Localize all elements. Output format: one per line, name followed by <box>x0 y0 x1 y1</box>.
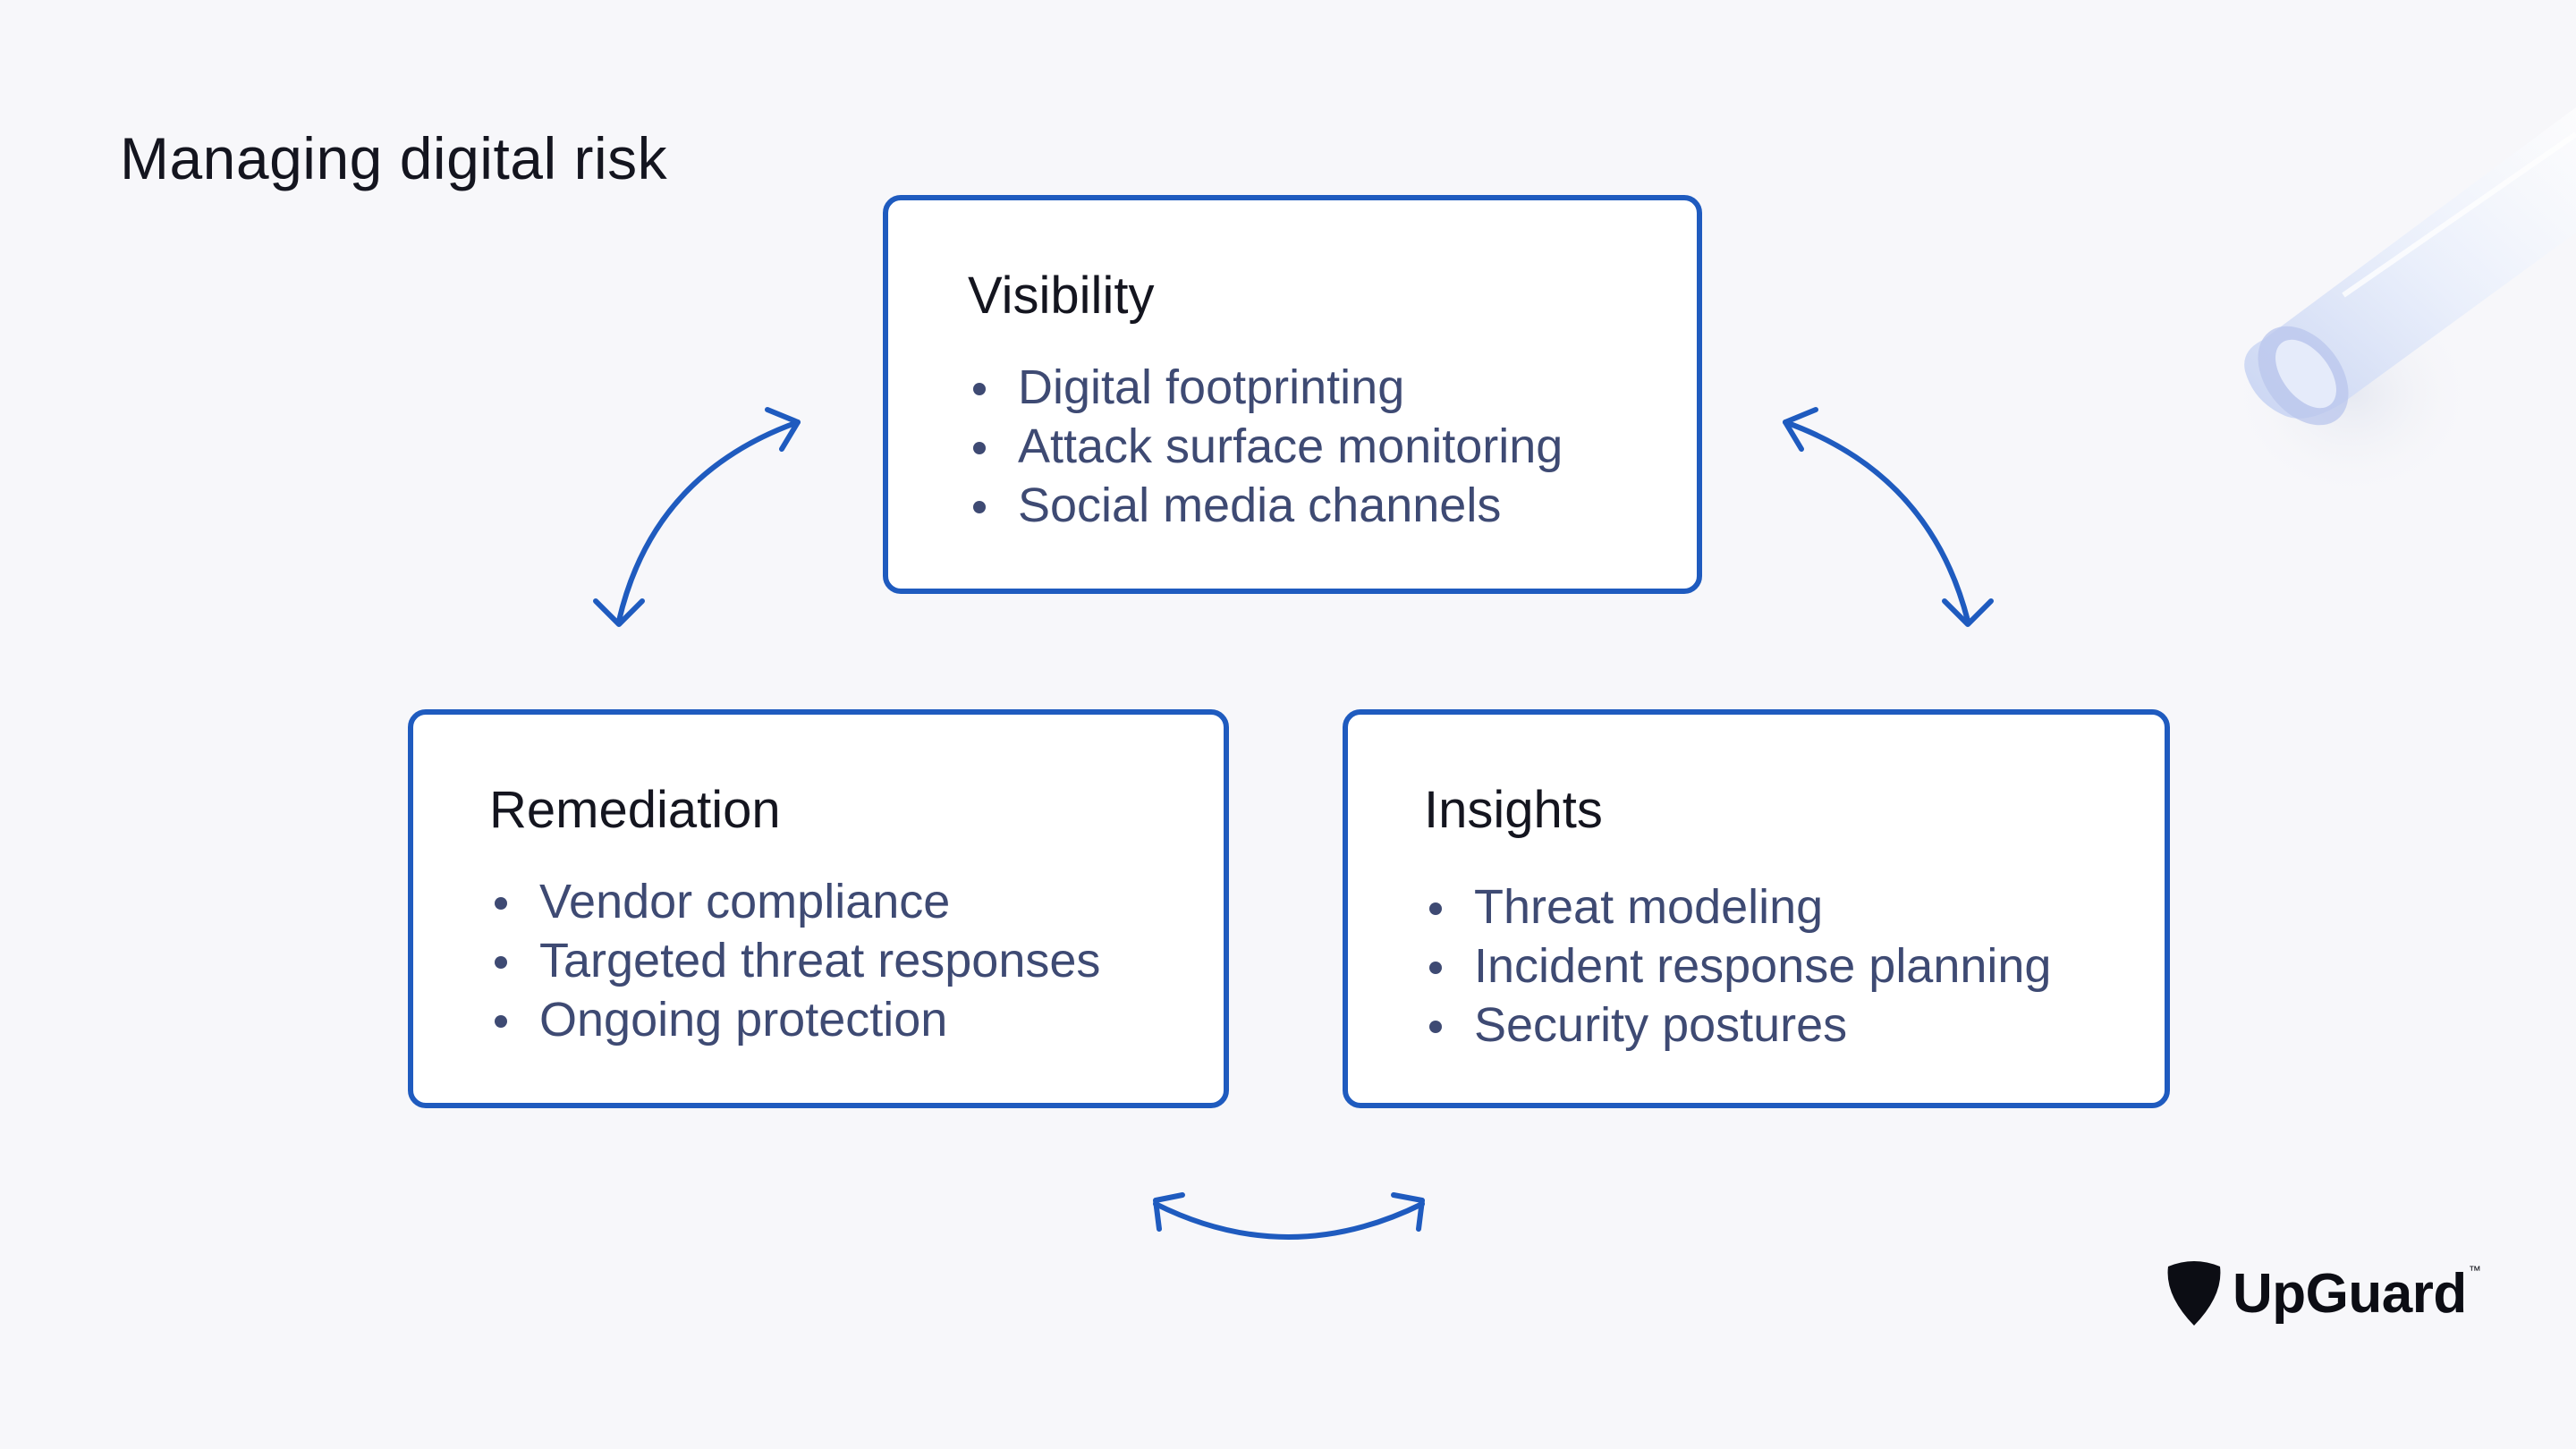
remediation-list: Vendor compliance Targeted threat respon… <box>489 872 1100 1049</box>
list-item: Social media channels <box>968 476 1563 535</box>
list-item: Threat modeling <box>1424 877 2051 936</box>
visibility-insights-arrow <box>1783 407 1994 627</box>
insights-box: Insights Threat modeling Incident respon… <box>1343 709 2170 1108</box>
insights-list: Threat modeling Incident response planni… <box>1424 877 2051 1055</box>
glass-cylinder-graphic <box>2227 107 2576 501</box>
visibility-remediation-arrow <box>593 407 801 627</box>
insights-heading: Insights <box>1424 781 1603 839</box>
list-item: Vendor compliance <box>489 872 1100 931</box>
logo-text: UpGuard <box>2233 1262 2467 1325</box>
list-item: Targeted threat responses <box>489 931 1100 990</box>
visibility-list: Digital footprinting Attack surface moni… <box>968 358 1563 535</box>
list-item: Security postures <box>1424 996 2051 1055</box>
upguard-logo: UpGuard ™ <box>2165 1258 2481 1329</box>
visibility-box: Visibility Digital footprinting Attack s… <box>883 195 1702 594</box>
remediation-box: Remediation Vendor compliance Targeted t… <box>408 709 1229 1108</box>
remediation-insights-arrow <box>1153 1192 1425 1240</box>
remediation-heading: Remediation <box>489 781 781 839</box>
logo-trademark: ™ <box>2468 1263 2481 1277</box>
guitar-pick-shield-icon <box>2167 1261 2221 1326</box>
list-item: Digital footprinting <box>968 358 1563 417</box>
list-item: Ongoing protection <box>489 990 1100 1049</box>
list-item: Attack surface monitoring <box>968 417 1563 476</box>
page-title: Managing digital risk <box>120 125 668 191</box>
list-item: Incident response planning <box>1424 936 2051 996</box>
visibility-heading: Visibility <box>968 267 1155 325</box>
